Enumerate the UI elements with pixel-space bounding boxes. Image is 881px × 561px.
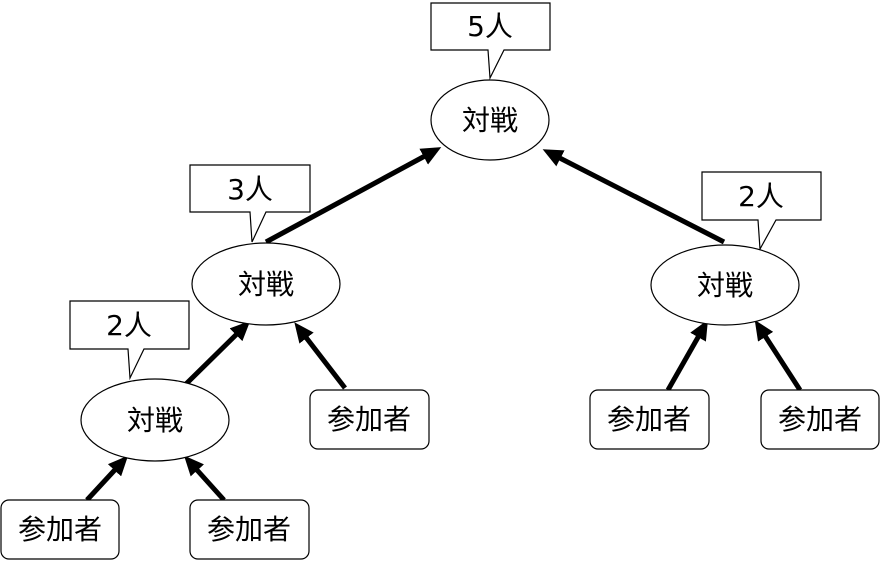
edge-bottomleft-to-left <box>184 320 251 386</box>
match-root-label: 対戦 <box>462 104 518 137</box>
callout-right: 2人 <box>701 171 822 252</box>
participant-box-4: 参加者 <box>589 389 710 450</box>
edge-left-to-root <box>264 147 442 245</box>
callout-bottom-left: 2人 <box>69 300 190 381</box>
match-right: 対戦 <box>650 244 800 326</box>
edge-participant2-to-bottomleft <box>183 455 226 502</box>
callout-root-text: 5人 <box>467 10 513 43</box>
participant-box-5: 参加者 <box>760 389 880 450</box>
participant-box-1: 参加者 <box>0 499 120 560</box>
edge-participant1-to-bottomleft <box>85 455 129 502</box>
edge-participant3-to-left <box>294 322 347 390</box>
participant-box-2: 参加者 <box>189 499 310 560</box>
edge-participant5-to-right <box>754 319 803 392</box>
match-root: 対戦 <box>430 79 550 161</box>
participant-5-label: 参加者 <box>778 403 862 436</box>
callout-left-text: 3人 <box>227 173 273 206</box>
match-bottom-left: 対戦 <box>80 378 230 462</box>
match-left-label: 対戦 <box>238 268 294 301</box>
participant-2-label: 参加者 <box>207 513 291 546</box>
participant-1-label: 参加者 <box>18 513 102 546</box>
participant-3-label: 参加者 <box>327 403 411 436</box>
callout-left: 3人 <box>189 164 311 243</box>
match-bottom-left-label: 対戦 <box>127 404 183 437</box>
participant-4-label: 参加者 <box>607 403 691 436</box>
edge-participant4-to-right <box>665 319 708 392</box>
participant-box-3: 参加者 <box>309 389 430 450</box>
edge-right-to-root <box>542 149 726 245</box>
match-left: 対戦 <box>191 242 341 326</box>
match-right-label: 対戦 <box>697 269 753 302</box>
callout-right-text: 2人 <box>738 180 784 213</box>
edges <box>85 147 803 502</box>
callout-bottom-left-text: 2人 <box>106 309 152 342</box>
callout-root: 5人 <box>430 2 551 81</box>
